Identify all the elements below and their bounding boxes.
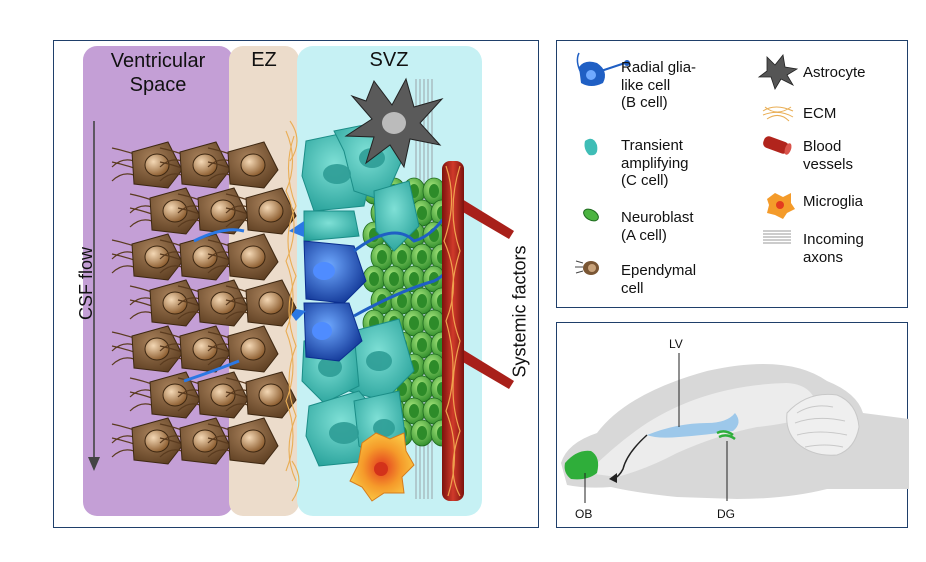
ependymal-cell (159, 417, 231, 465)
legend-panel: Radial glia- like cell (B cell) Transien… (556, 40, 908, 308)
ependymal-cells (111, 141, 297, 465)
legend-incoming-axons: Incoming axons (803, 231, 864, 266)
ecm-strands (285, 120, 300, 502)
ependymal-cell (111, 417, 183, 465)
ependymal-cell (159, 141, 231, 189)
ependymal-cell (111, 233, 183, 281)
ventricular-space-label: Ventricular Space (110, 50, 206, 96)
cerebellum (786, 393, 860, 456)
ependymal-cell (207, 417, 279, 465)
dentate-gyrus (716, 430, 736, 441)
ependymal-cell (111, 141, 183, 189)
legend-neuroblast: Neuroblast (A cell) (621, 209, 694, 244)
transient-amplifying-icon (584, 138, 598, 156)
legend-radial-glia: Radial glia- like cell (B cell) (621, 59, 697, 111)
blood-vessel-vertical (442, 161, 464, 501)
neuroblast-icon (583, 208, 599, 222)
ependymal-cell (225, 279, 297, 327)
ependymal-cell (159, 325, 231, 373)
ependymal-cell (177, 371, 249, 419)
brain-sagittal-illustration (561, 353, 909, 503)
ependymal-icon (575, 260, 599, 275)
ecm-icon (762, 106, 794, 122)
legend-astrocyte: Astrocyte (803, 64, 866, 81)
ependymal-cell (207, 141, 279, 189)
ependymal-cell (129, 371, 201, 419)
legend-ependymal: Ependymal cell (621, 262, 697, 297)
radial-glia-icon (576, 52, 630, 86)
ependymal-cell (207, 233, 279, 281)
lv-label: LV (669, 337, 683, 351)
ependymal-cell (207, 325, 279, 373)
ependymal-cell (129, 279, 201, 327)
brain-sagittal-panel: LV OB DG (556, 322, 909, 528)
systemic-factors-label: Systemic factors (509, 245, 530, 378)
ependymal-cell (111, 325, 183, 373)
ependymal-cell (129, 187, 201, 235)
ob-label: OB (575, 507, 593, 521)
svz-label: SVZ (369, 49, 409, 71)
legend-ecm: ECM (803, 105, 837, 122)
niche-illustration (83, 46, 514, 516)
microglia-icon (767, 193, 795, 219)
ependymal-cell (225, 187, 297, 235)
csf-flow-label: CSF flow (76, 246, 97, 321)
niche-diagram-panel: Ventricular Space EZ SVZ CSF flow System… (53, 40, 539, 528)
microglia (349, 432, 415, 502)
radial-glia-b-cells (286, 205, 454, 362)
ependymal-cell (225, 371, 297, 419)
legend-transient-amplifying: Transient amplifying (C cell) (621, 137, 689, 189)
incoming-axons-icon (763, 230, 791, 244)
ez-label: EZ (251, 49, 277, 71)
olfactory-bulb (564, 450, 599, 480)
ependymal-cell (177, 187, 249, 235)
lateral-ventricle (647, 413, 739, 438)
ependymal-cell (177, 279, 249, 327)
blood-vessel-icon (763, 136, 792, 155)
legend-blood-vessels: Blood vessels (803, 138, 854, 173)
astrocyte-icon (757, 54, 799, 90)
dg-label: DG (717, 507, 735, 521)
legend-microglia: Microglia (803, 193, 864, 210)
ependymal-cell (159, 233, 231, 281)
